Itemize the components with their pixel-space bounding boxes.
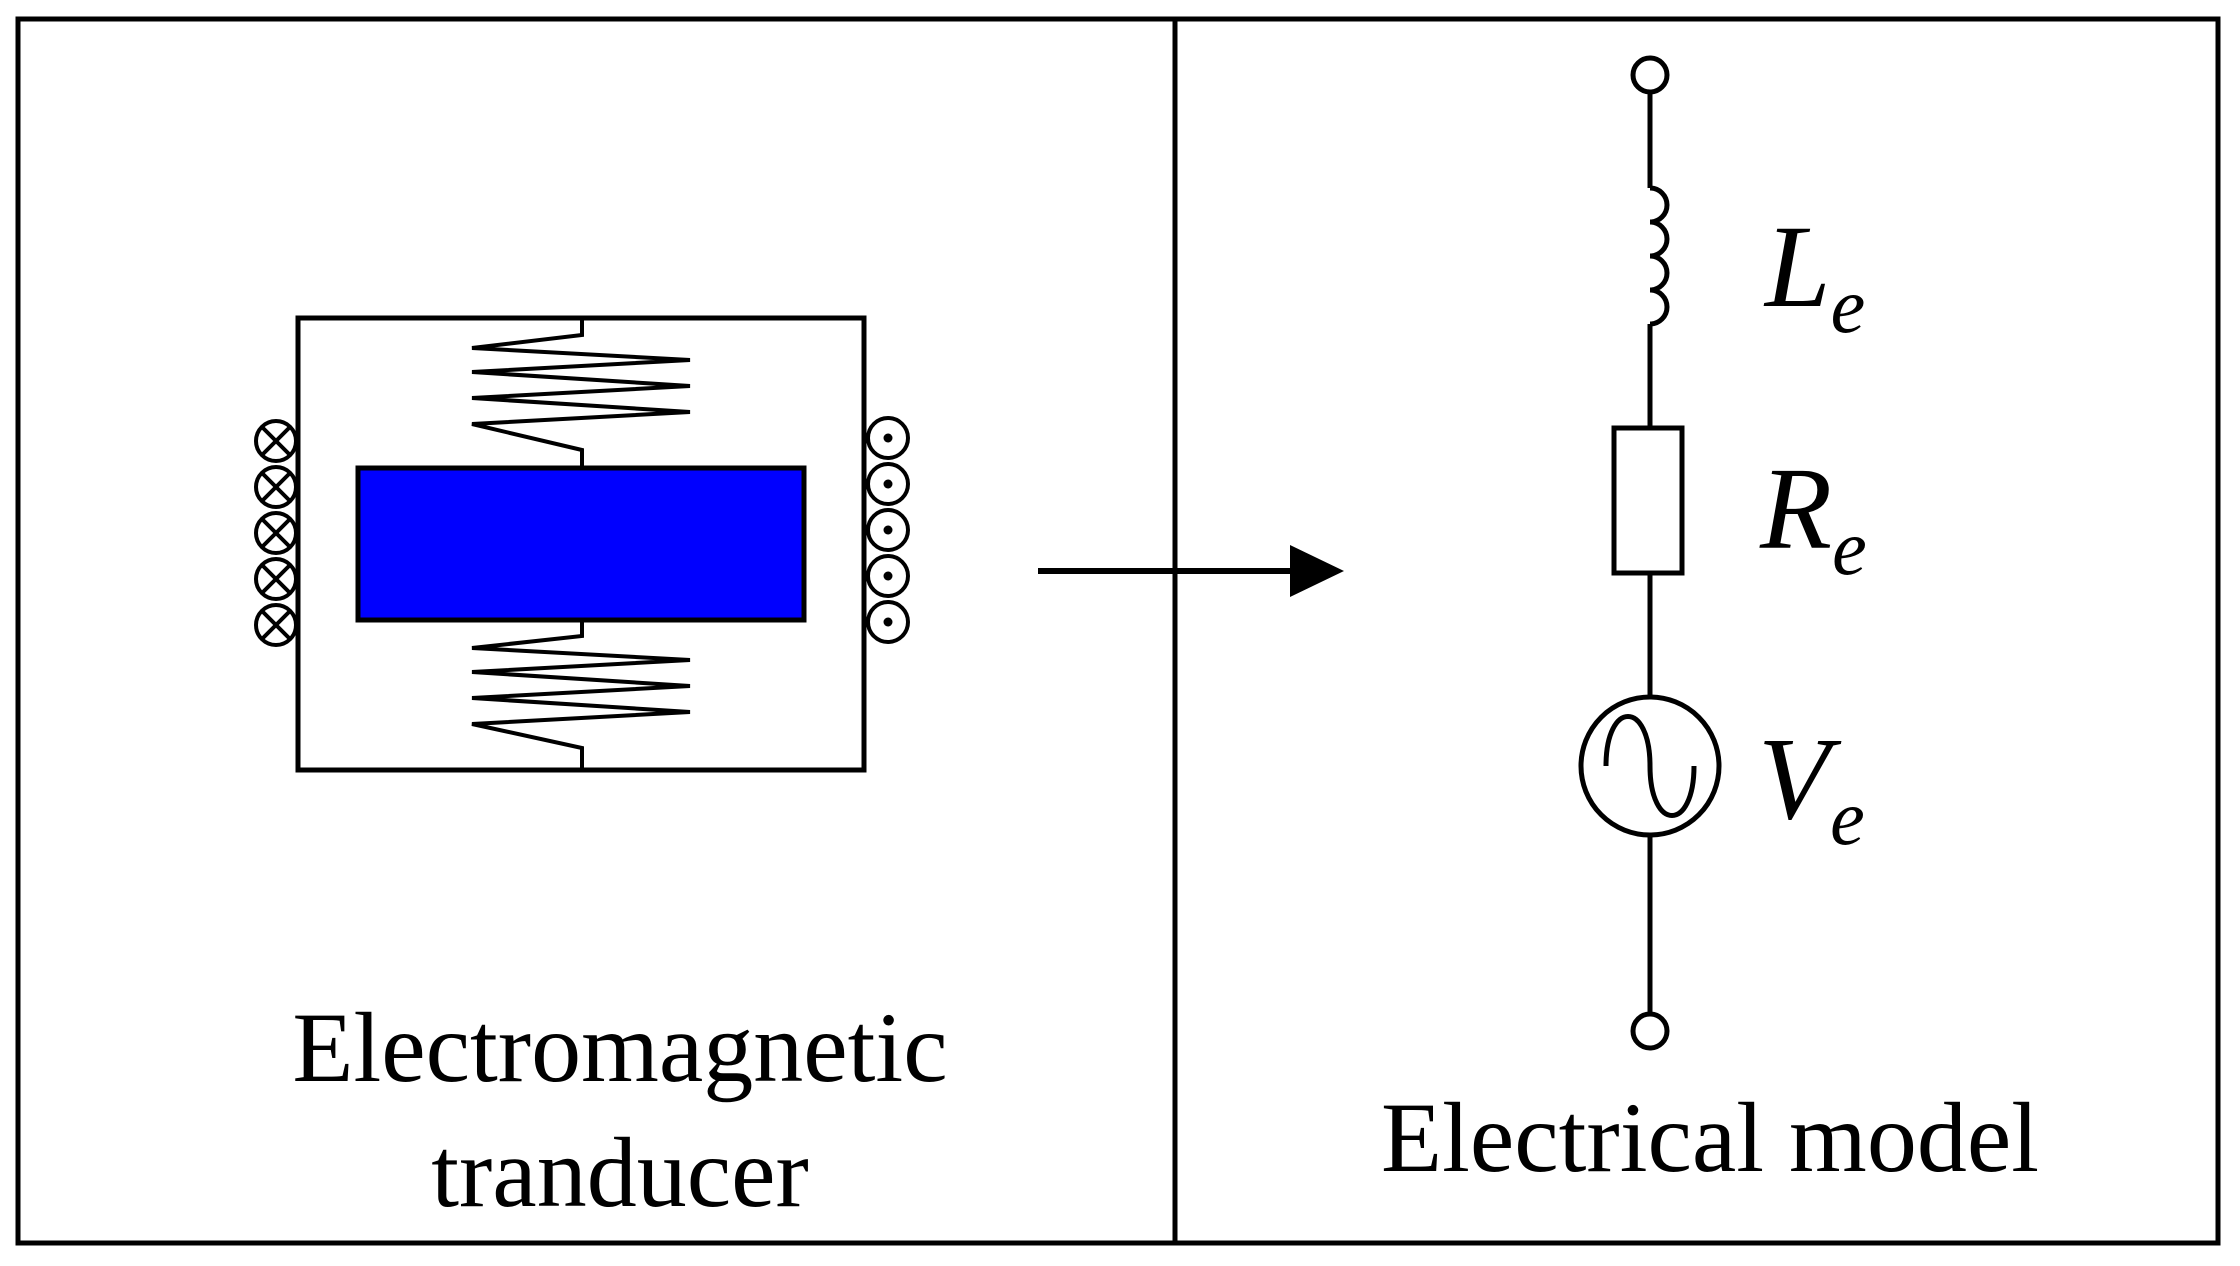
inductor-icon: [1649, 185, 1670, 327]
top-spring: [471, 318, 691, 468]
source-letter: V: [1758, 713, 1831, 844]
bottom-terminal: [1630, 1011, 1670, 1051]
electrical-circuit: [1578, 55, 1722, 1051]
inductor-label: Le: [1765, 208, 1865, 365]
source-subscript: e: [1830, 774, 1865, 861]
resistor-letter: R: [1760, 443, 1833, 574]
left-coil: [254, 419, 298, 647]
coil-dot-icon: [866, 462, 910, 506]
inductor-letter: L: [1765, 201, 1831, 332]
right-coil: [866, 416, 910, 644]
transducer-caption-line2: tranducer: [431, 1117, 809, 1228]
coil-dot-icon: [866, 554, 910, 598]
electrical-model-caption: Electrical model: [1380, 1082, 2039, 1193]
transducer-caption: Electromagnetic tranducer: [270, 985, 970, 1235]
top-terminal: [1630, 55, 1670, 95]
coil-dot-icon: [866, 600, 910, 644]
resistor-subscript: e: [1832, 504, 1867, 591]
coil-cross-icon: [254, 465, 298, 509]
coil-cross-icon: [254, 603, 298, 647]
magnet-mass: [355, 465, 807, 623]
conversion-arrow-icon: [1038, 545, 1344, 597]
coil-cross-icon: [254, 511, 298, 555]
resistor-icon: [1611, 425, 1685, 576]
source-label: Ve: [1758, 720, 1865, 877]
coil-dot-icon: [866, 508, 910, 552]
transducer-caption-line1: Electromagnetic: [292, 992, 948, 1103]
outer-frame: [15, 16, 2221, 1246]
inductor-subscript: e: [1830, 262, 1866, 349]
ac-wave-icon: [1603, 714, 1697, 818]
coil-cross-icon: [254, 557, 298, 601]
resistor-label: Re: [1760, 450, 1867, 607]
coil-cross-icon: [254, 419, 298, 463]
coil-dot-icon: [866, 416, 910, 460]
bottom-spring: [471, 620, 691, 770]
